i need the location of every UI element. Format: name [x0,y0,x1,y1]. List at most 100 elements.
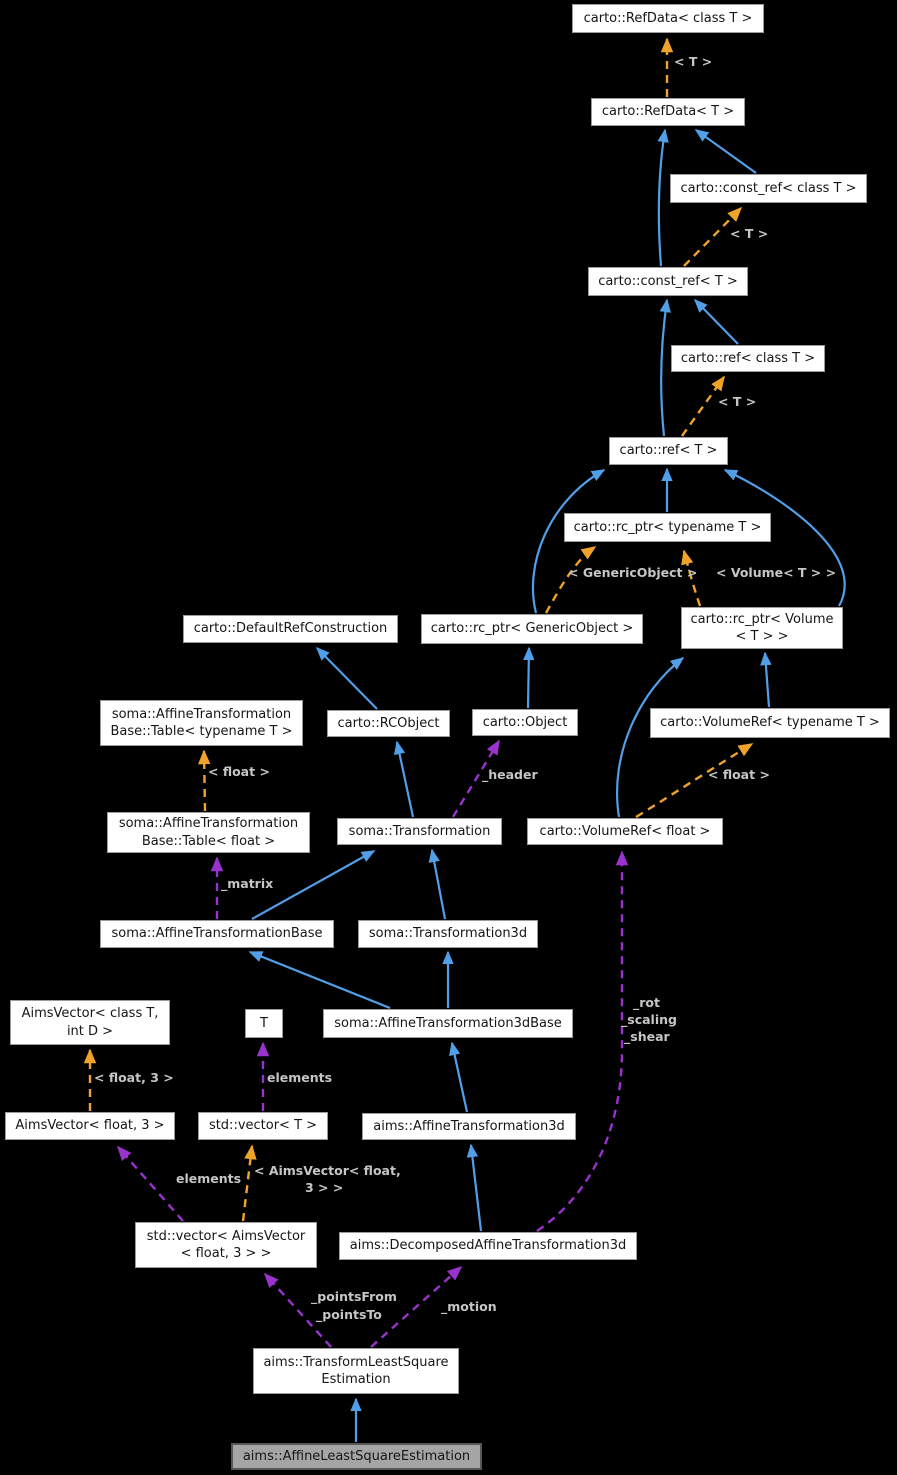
class-node-label: AimsVector< float, 3 > [15,1118,165,1134]
class-node-label: carto::Object [482,714,568,730]
inheritance-arrow [523,646,535,709]
usage-arrow [370,1265,463,1348]
edge-label: _rot [633,995,660,1010]
class-node-label: carto::rc_ptr< GenericObject > [430,621,634,637]
class-node-aims-affine-transformation3d[interactable]: aims::AffineTransformation3d [362,1113,576,1140]
class-node-transformation3d[interactable]: soma::Transformation3d [358,920,538,948]
class-node-label: std::vector< AimsVector [146,1228,306,1244]
class-node-std-vector-aimsvector[interactable]: std::vector< AimsVector< float, 3 > > [135,1222,317,1268]
inheritance-arrow [723,469,846,607]
inheritance-arrow [531,469,606,614]
class-node-label: carto::RefData< class T > [583,10,753,26]
class-node-aimsvector-float-3[interactable]: AimsVector< float, 3 > [5,1112,175,1140]
usage-arrow [536,850,629,1232]
class-node-rc-ptr-typename-t[interactable]: carto::rc_ptr< typename T > [564,513,771,542]
class-node-label: int D > [66,1023,114,1039]
edge-label: _pointsFrom [311,1289,397,1304]
edge-label: < Volume< T > > [716,565,837,580]
class-node-ref-class-t[interactable]: carto::ref< class T > [671,345,825,372]
template-arrow [681,375,725,437]
class-node-ref-t[interactable]: carto::ref< T > [609,437,728,465]
class-node-label: carto::RefData< T > [601,104,735,120]
template-arrow [681,549,702,607]
class-node-label: carto::VolumeRef< float > [539,823,711,839]
template-arrow [241,1144,257,1222]
edge-label: < float, 3 > [94,1070,174,1085]
class-node-volumeref-typename-t[interactable]: carto::VolumeRef< typename T > [650,708,890,738]
inheritance-arrow [694,129,757,174]
class-node-label: carto::const_ref< T > [598,273,738,289]
class-node-affine-transformation-3d-base[interactable]: soma::AffineTransformation3dBase [323,1009,573,1038]
edge-label: _shear [624,1029,670,1044]
class-node-const-ref-class-t[interactable]: carto::const_ref< class T > [670,174,867,203]
class-node-affine-least-square-estimation: aims::AffineLeastSquareEstimation [231,1443,482,1470]
edge-label: _header [482,767,538,782]
class-node-label: carto::ref< T > [619,443,718,459]
usage-arrow [451,739,501,818]
edge-label: _scaling [621,1012,677,1027]
class-node-rc-ptr-volume-t[interactable]: carto::rc_ptr< Volume< T > > [681,607,843,649]
edge-label: < GenericObject > [568,565,698,580]
class-node-label: aims::AffineTransformation3d [373,1118,565,1134]
edge-label: < float > [708,767,770,782]
class-node-refdata-t[interactable]: carto::RefData< T > [591,98,745,126]
class-node-t[interactable]: T [245,1009,283,1038]
edge-label: _motion [441,1299,497,1314]
class-node-label: < T > > [735,629,789,644]
class-node-label: AimsVector< class T, [21,1006,159,1022]
class-node-label: carto::VolumeRef< typename T > [660,715,880,731]
template-arrow [635,742,754,819]
class-node-label: aims::DecomposedAffineTransformation3d [349,1238,627,1254]
class-node-label: carto::const_ref< class T > [680,180,857,196]
class-node-const-ref-t[interactable]: carto::const_ref< T > [588,267,748,296]
usage-arrows [116,739,629,1348]
inheritance-arrow [251,850,376,920]
edge-label: < T > [730,226,769,241]
edge-label: elements [267,1070,333,1085]
inheritance-arrow [448,1041,469,1113]
edge-label: _pointsTo [316,1307,382,1322]
edge-label: elements [176,1171,242,1186]
template-instantiation-arrows [83,37,754,1222]
inheritance-arrow [760,651,772,708]
usage-arrow [116,1145,184,1222]
class-node-refdata-class-t[interactable]: carto::RefData< class T > [572,4,764,33]
class-node-rcobject[interactable]: carto::RCObject [327,710,450,737]
class-node-default-ref-construction[interactable]: carto::DefaultRefConstruction [183,615,398,643]
class-node-decomposed-affine-transformation3d[interactable]: aims::DecomposedAffineTransformation3d [339,1232,637,1260]
class-node-label: carto::rc_ptr< typename T > [573,519,762,535]
class-node-label: carto::ref< class T > [680,350,816,366]
inheritance-arrow [315,646,378,710]
class-node-label: Estimation [321,1372,391,1387]
class-node-label: soma::AffineTransformation [111,706,292,722]
class-node-label: T [260,1015,268,1031]
class-node-transformation[interactable]: soma::Transformation [337,818,502,845]
class-node-label: Base::Table< float > [141,833,276,849]
inheritance-arrow [393,740,415,818]
class-node-aimsvector-class-t-int-d[interactable]: AimsVector< class T,int D > [10,1000,170,1045]
edge-label: < T > [674,54,713,69]
template-arrow [544,546,597,614]
class-node-label: std::vector< T > [208,1118,318,1134]
inheritance-arrow [657,128,669,267]
usage-arrow [263,1272,332,1348]
class-node-rc-ptr-genericobject[interactable]: carto::rc_ptr< GenericObject > [421,614,643,644]
class-node-label: < float, 3 > > [180,1246,272,1261]
class-node-object[interactable]: carto::Object [472,709,578,736]
inheritance-arrow [659,298,671,437]
edge-label: < float > [208,764,270,779]
class-node-affine-transformation-base[interactable]: soma::AffineTransformationBase [100,920,334,948]
class-node-label: soma::AffineTransformationBase [111,926,323,942]
inheritance-arrows [248,128,846,1442]
class-node-label: soma::AffineTransformation [118,816,299,832]
class-node-std-vector-t[interactable]: std::vector< T > [198,1112,328,1140]
class-node-volumeref-float[interactable]: carto::VolumeRef< float > [527,818,723,845]
class-node-label: aims::TransformLeastSquare [263,1354,449,1370]
edge-label: < AimsVector< float, [254,1163,401,1178]
inheritance-arrow [466,1143,483,1232]
